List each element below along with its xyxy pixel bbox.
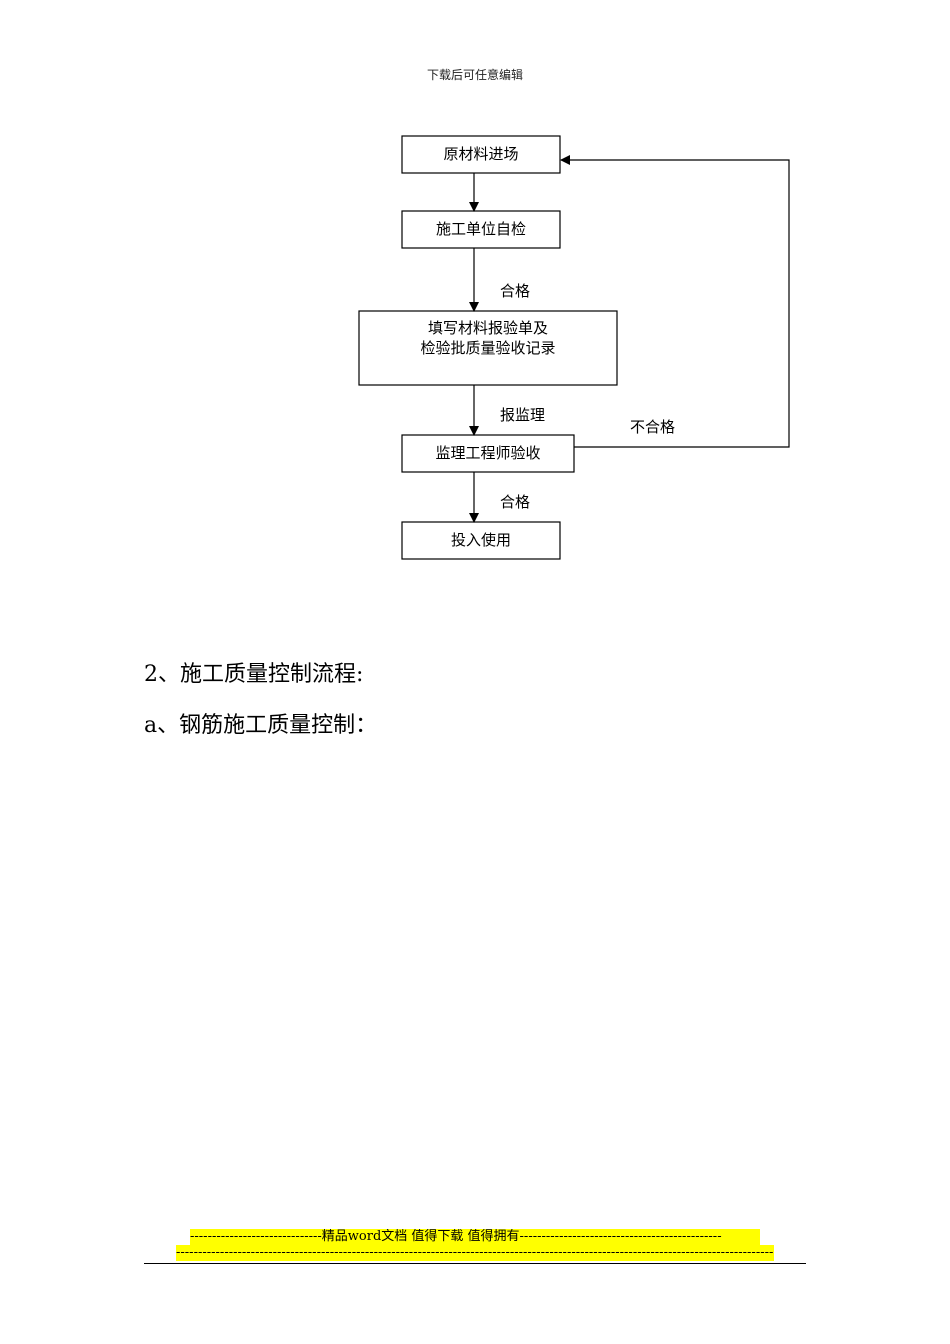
box-raw-materials-label: 原材料进场 xyxy=(443,145,518,163)
box-supervisor-acceptance xyxy=(401,434,575,473)
footer-banner-line1: ------------------------------精品word文档 值… xyxy=(190,1229,760,1245)
label-fail: 不合格 xyxy=(630,418,675,436)
box-raw-materials xyxy=(401,135,561,174)
label-pass-2: 合格 xyxy=(500,493,530,511)
box-put-into-use-label: 投入使用 xyxy=(451,531,511,549)
footer-rule xyxy=(144,1263,806,1264)
box-fill-form-label-2: 检验批质量验收记录 xyxy=(420,339,555,357)
box-self-inspection-label: 施工单位自检 xyxy=(436,220,526,238)
heading-construction-quality-flow: 2、施工质量控制流程: xyxy=(144,662,364,687)
heading-rebar-quality-control: a、钢筋施工质量控制： xyxy=(144,713,378,738)
header-note: 下载后可任意编辑 xyxy=(426,68,523,82)
arrow-fail-loop xyxy=(560,155,790,448)
flowchart: 原材料进场 施工单位自检 填写材料报验单及 检验批质量验收记录 监理工程师验收 … xyxy=(358,135,790,560)
box-supervisor-acceptance-label: 监理工程师验收 xyxy=(435,444,540,462)
box-fill-form xyxy=(358,310,618,386)
footer-banner-line2: ----------------------------------------… xyxy=(176,1245,774,1261)
label-pass-1: 合格 xyxy=(500,282,530,300)
label-report-supervision: 报监理 xyxy=(500,406,545,424)
box-put-into-use xyxy=(401,521,561,560)
box-fill-form-label-1: 填写材料报验单及 xyxy=(428,319,548,337)
box-self-inspection xyxy=(401,210,561,249)
